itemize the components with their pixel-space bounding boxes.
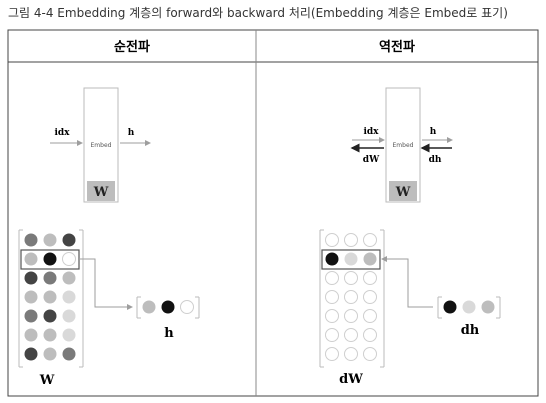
backward-matrix-cell [325,309,339,323]
forward-matrix-cell [62,271,76,285]
forward-h-label: h [128,128,135,138]
forward-matrix-cell [62,252,76,266]
forward-weight-box [87,181,115,201]
forward-matrix-cell [43,233,57,247]
forward-matrix-cell [24,309,38,323]
backward-selected-row-box [321,249,381,270]
backward-matrix-cell [363,233,377,247]
forward-select-arrow [79,258,133,310]
forward-result-vector [142,300,194,314]
backward-result-bracket-right [496,296,501,319]
forward-result-cell [180,300,194,314]
forward-result-bracket-right [195,296,200,319]
forward-weight-label: W [93,185,109,200]
backward-weight-box [389,181,417,201]
forward-matrix-cell [43,347,57,361]
forward-matrix-bracket-left [18,229,23,368]
backward-result-bracket-left [437,296,442,319]
backward-matrix-cell [363,309,377,323]
backward-matrix-label: dW [339,372,363,387]
forward-matrix-cell [24,328,38,342]
backward-matrix-cell [325,290,339,304]
backward-matrix-cell [363,271,377,285]
backward-grad-matrix [325,233,377,361]
forward-title: 순전파 [114,39,150,55]
forward-matrix-cell [62,309,76,323]
backward-matrix-cell [325,252,339,266]
backward-dw-label: dW [363,155,380,165]
backward-result-vector [443,300,495,314]
forward-matrix-cell [24,290,38,304]
forward-matrix-cell [24,233,38,247]
backward-matrix-cell [344,233,358,247]
backward-matrix-cell [325,328,339,342]
forward-embed-label: Embed [91,142,112,149]
backward-matrix-cell [363,347,377,361]
forward-matrix-label: W [39,373,55,388]
backward-result-cell [443,300,457,314]
forward-matrix-cell [62,233,76,247]
outer-frame [7,29,539,397]
backward-select-arrow [381,256,433,308]
forward-idx-label: idx [54,128,70,138]
backward-matrix-cell [344,271,358,285]
forward-matrix-cell [62,290,76,304]
backward-matrix-cell [344,309,358,323]
forward-matrix-cell [24,252,38,266]
forward-result-label: h [164,326,174,341]
backward-matrix-cell [344,328,358,342]
backward-matrix-cell [325,347,339,361]
backward-weight-label: W [395,185,411,200]
backward-layer: Embed W idx dW h dh [350,87,453,203]
forward-matrix-cell [24,347,38,361]
backward-matrix-bracket-left [319,229,324,368]
backward-matrix-cell [325,233,339,247]
forward-result-cell [161,300,175,314]
forward-weight-matrix [24,233,76,361]
backward-matrix-cell [344,252,358,266]
backward-h-label: h [430,127,437,137]
backward-title: 역전파 [379,39,415,55]
backward-dh-label: dh [429,155,442,165]
forward-matrix-cell [62,328,76,342]
forward-layer: Embed W idx h [50,87,151,203]
backward-embed-label: Embed [393,142,414,149]
backward-matrix-cell [344,290,358,304]
backward-matrix-cell [363,252,377,266]
forward-matrix-cell [24,271,38,285]
backward-matrix-cell [363,290,377,304]
forward-result-bracket-left [136,296,141,319]
forward-matrix-cell [62,347,76,361]
forward-matrix-cell [43,290,57,304]
backward-matrix-cell [325,271,339,285]
forward-matrix-cell [43,328,57,342]
backward-matrix-bracket-right [380,229,385,368]
backward-result-cell [481,300,495,314]
forward-matrix-cell [43,271,57,285]
forward-matrix-bracket-right [79,229,84,368]
backward-idx-label: idx [363,127,379,137]
backward-matrix-cell [344,347,358,361]
figure-caption: 그림 4-4 Embedding 계층의 forward와 backward 처… [8,6,508,20]
backward-result-cell [462,300,476,314]
backward-matrix-cell [363,328,377,342]
forward-matrix-cell [43,309,57,323]
forward-result-cell [142,300,156,314]
forward-matrix-cell [43,252,57,266]
backward-result-label: dh [461,323,480,338]
